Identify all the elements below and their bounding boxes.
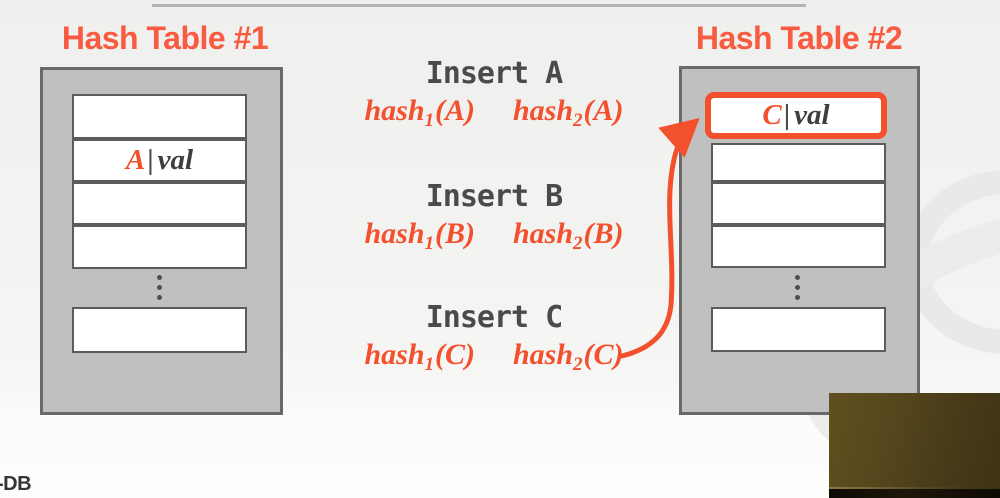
hash1-expression: hash1(B) xyxy=(364,217,475,254)
slide-top-divider xyxy=(152,4,806,7)
watermark-db-logo: -DB xyxy=(0,473,32,495)
table1-entry: A|val xyxy=(126,144,193,177)
hash-expressions: hash1(B) hash2(B) xyxy=(327,216,661,254)
entry-value: val xyxy=(157,144,194,176)
insert-step-b: Insert B hash1(B) hash2(B) xyxy=(327,179,661,254)
table1-slot-5 xyxy=(72,307,247,353)
entry-key: C xyxy=(762,99,782,131)
dot xyxy=(157,295,162,300)
ellipsis-icon xyxy=(795,275,800,300)
hash-expressions: hash1(C) hash2(C) xyxy=(327,337,661,375)
hash2-expression: hash2(B) xyxy=(513,217,624,254)
ellipsis-icon xyxy=(157,275,162,300)
step-title: Insert C xyxy=(425,300,564,335)
table2-slot-2 xyxy=(711,143,886,182)
hash-table-2-title: Hash Table #2 xyxy=(695,20,903,56)
step-title: Insert A xyxy=(425,56,564,91)
table2-slot-1-highlighted: C|val xyxy=(705,92,887,139)
table2-slot-5 xyxy=(711,307,886,352)
hash1-expression: hash1(C) xyxy=(364,338,475,375)
insert-step-c: Insert C hash1(C) hash2(C) xyxy=(327,300,661,375)
dot xyxy=(157,275,162,280)
hash-table-1-title: Hash Table #1 xyxy=(61,20,269,56)
webcam-video-overlay xyxy=(829,393,1000,498)
step-title: Insert B xyxy=(425,179,564,214)
hash1-expression: hash1(A) xyxy=(364,94,475,131)
dot xyxy=(157,285,162,290)
table1-slot-1 xyxy=(72,94,247,139)
dot xyxy=(795,295,800,300)
entry-key: A xyxy=(125,144,146,176)
hash2-expression: hash2(C) xyxy=(513,338,624,375)
insert-step-a: Insert A hash1(A) hash2(A) xyxy=(327,56,661,131)
table1-slot-2: A|val xyxy=(72,139,247,182)
table2-slot-3 xyxy=(711,182,886,225)
dot xyxy=(795,285,800,290)
table2-slot-4 xyxy=(711,225,886,268)
entry-separator: | xyxy=(147,144,154,176)
entry-value: val xyxy=(794,99,830,131)
hash2-expression: hash2(A) xyxy=(513,94,624,131)
dot xyxy=(795,275,800,280)
table1-slot-4 xyxy=(72,225,247,269)
table2-entry: C|val xyxy=(762,99,829,132)
table1-slot-3 xyxy=(72,182,247,225)
entry-separator: | xyxy=(783,99,791,131)
hash-expressions: hash1(A) hash2(A) xyxy=(327,93,661,131)
